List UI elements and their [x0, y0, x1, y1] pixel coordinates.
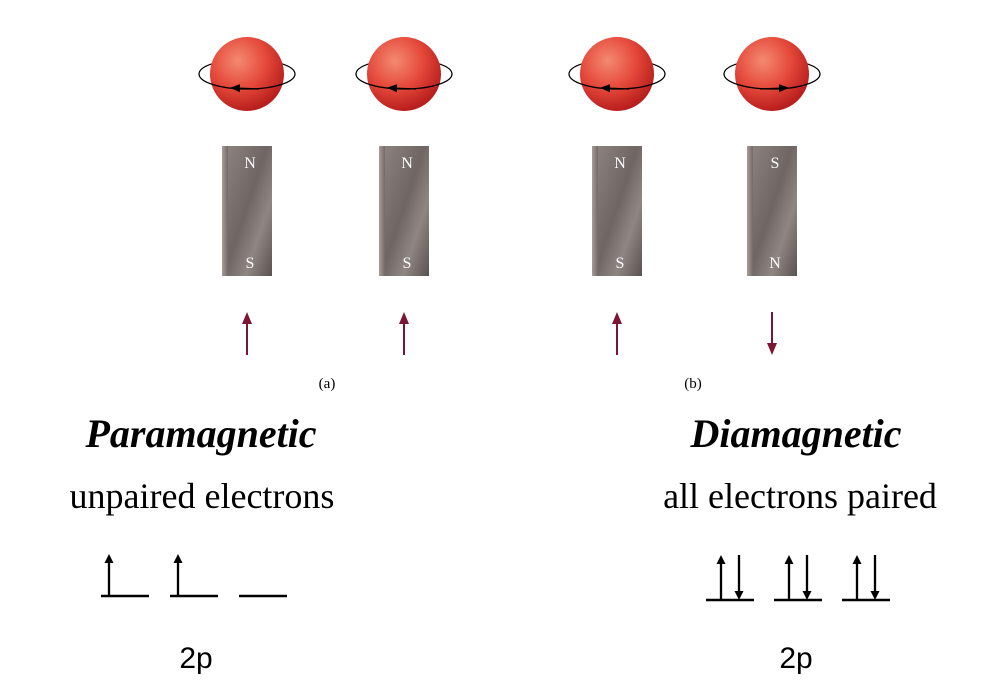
magnet-bottom-pole: S: [616, 255, 625, 272]
magnet-body: [753, 146, 797, 276]
orbital-box: [101, 554, 149, 598]
panel-a-label: (a): [319, 376, 336, 392]
magnet-edge: [222, 146, 228, 276]
electron-sphere: [580, 37, 654, 111]
magnet-body: [385, 146, 429, 276]
orbital-box: [170, 554, 218, 598]
diamagnetic-orbital-diagram: [706, 555, 890, 602]
panel-b-label: (b): [684, 376, 702, 392]
diamagnetic-orbital-label: 2p: [779, 642, 812, 675]
magnet-edge: [592, 146, 598, 276]
magnet-body: [228, 146, 272, 276]
paramagnetic-subtitle: unpaired electrons: [70, 476, 335, 516]
spin-unit: NS: [198, 37, 296, 355]
magnet-bottom-pole: S: [403, 255, 412, 272]
spin-up-arrow-icon: [716, 555, 726, 600]
moment-up-arrow-icon: [399, 312, 409, 355]
magnet-top-pole: N: [614, 155, 626, 172]
spin-down-arrow-icon: [870, 555, 880, 600]
spin-unit: NS: [568, 37, 666, 355]
paramagnetic-orbital-label: 2p: [179, 642, 212, 675]
magnet-top-pole: S: [771, 155, 780, 172]
spin-down-arrow-icon: [734, 555, 744, 600]
clockwise-arrow-icon: [759, 84, 789, 93]
moment-up-arrow-icon: [612, 312, 622, 355]
electron-sphere: [367, 37, 441, 111]
magnet-bottom-pole: N: [769, 255, 781, 272]
electron-sphere: [735, 37, 809, 111]
orbital-box: [842, 555, 890, 602]
magnet-edge: [379, 146, 385, 276]
moment-down-arrow-icon: [767, 312, 777, 355]
counterclockwise-arrow-icon: [600, 84, 630, 93]
bar-magnet: NS: [222, 146, 272, 276]
magnet-top-pole: N: [401, 155, 413, 172]
bar-magnet: SN: [747, 146, 797, 276]
spin-unit: SN: [723, 37, 821, 355]
counterclockwise-arrow-icon: [230, 84, 260, 93]
counterclockwise-arrow-icon: [387, 84, 417, 93]
orbital-box: [706, 555, 754, 602]
magnet-top-pole: N: [244, 155, 256, 172]
bar-magnet: NS: [592, 146, 642, 276]
diamagnetic-title: Diamagnetic: [689, 411, 901, 456]
electron-sphere: [210, 37, 284, 111]
moment-up-arrow-icon: [242, 312, 252, 355]
diamagnetic-subtitle: all electrons paired: [663, 476, 937, 516]
spin-up-arrow-icon: [852, 555, 862, 600]
orbital-box: [774, 555, 822, 602]
magnet-bottom-pole: S: [246, 255, 255, 272]
spin-unit: NS: [355, 37, 453, 355]
magnet-body: [598, 146, 642, 276]
spin-up-arrow-icon: [104, 554, 114, 596]
paramagnetic-orbital-diagram: [101, 554, 287, 598]
bar-magnet: NS: [379, 146, 429, 276]
spin-up-arrow-icon: [173, 554, 183, 596]
spin-down-arrow-icon: [802, 555, 812, 600]
spin-up-arrow-icon: [784, 555, 794, 600]
magnet-edge: [747, 146, 753, 276]
paramagnetic-title: Paramagnetic: [84, 411, 316, 456]
